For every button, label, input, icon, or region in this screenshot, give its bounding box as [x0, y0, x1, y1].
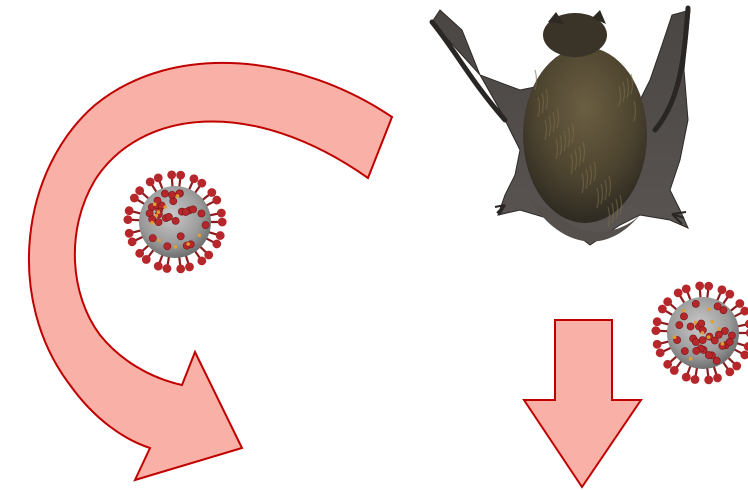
- bat-icon: [432, 8, 690, 245]
- curved-arrow-icon: [29, 63, 392, 480]
- down-arrow-icon: [524, 320, 641, 487]
- coronavirus-icon: [651, 282, 748, 385]
- coronavirus-icon: [123, 171, 226, 274]
